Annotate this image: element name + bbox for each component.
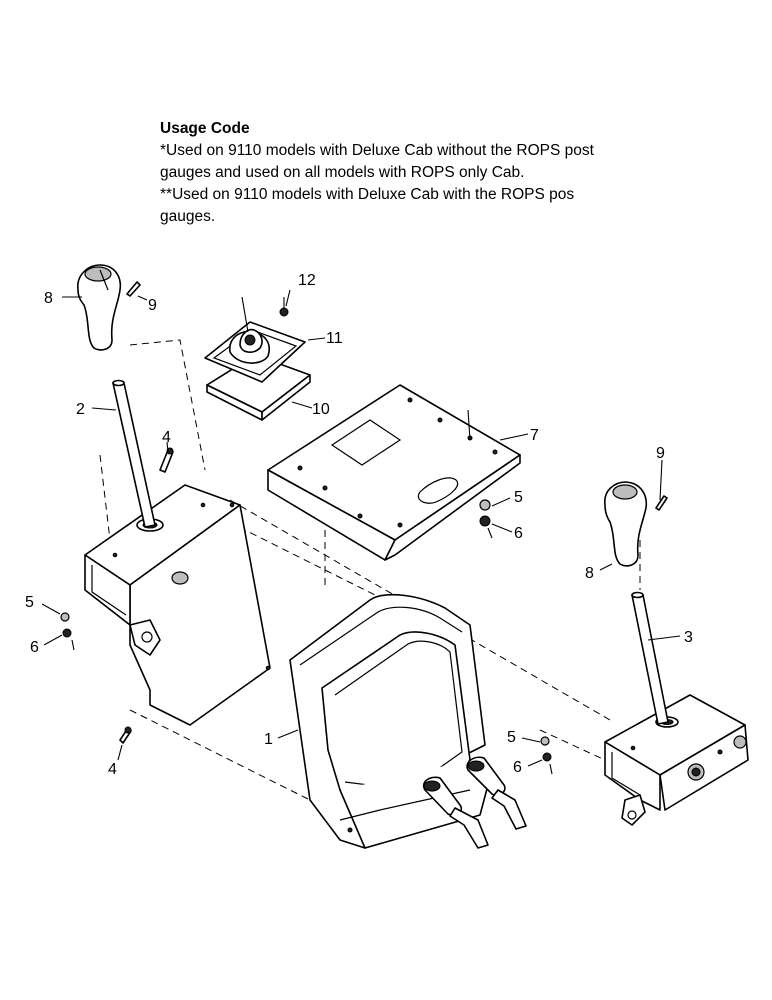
shift-boot-assembly	[204, 296, 311, 421]
callout-labels: 8 9 2 4 12 11 10 7 5 6 9 8 3 5 6 4 1 5 6	[25, 272, 693, 778]
callout-leader-lines	[41, 289, 681, 767]
callout-8-right: 8	[585, 565, 594, 582]
callout-4-bottom: 4	[108, 761, 117, 778]
usage-code-heading: Usage Code	[160, 120, 250, 137]
usage-code-line-4: gauges.	[160, 208, 216, 225]
usage-code-line-3: **Used on 9110 models with Deluxe Cab wi…	[160, 186, 575, 203]
callout-11: 11	[326, 330, 343, 347]
left-shift-lever	[112, 379, 156, 528]
callout-7: 7	[530, 427, 539, 444]
usage-code-line-1: *Used on 9110 models with Deluxe Cab wit…	[160, 142, 594, 159]
callout-8-left: 8	[44, 290, 53, 307]
left-lever-knob	[77, 264, 122, 351]
console-toggle-switches	[422, 756, 527, 849]
callout-6-right: 6	[513, 759, 522, 776]
callout-2: 2	[76, 401, 85, 418]
left-console-bracket	[84, 484, 271, 726]
right-console-bracket	[604, 694, 749, 826]
console-cover-part-1	[289, 593, 493, 849]
callout-6-left: 6	[30, 639, 39, 656]
callout-5-right: 5	[507, 729, 516, 746]
middle-right-fasteners	[467, 409, 553, 775]
usage-code-notes: Usage Code *Used on 9110 models with Del…	[160, 118, 680, 228]
usage-code-line-2: gauges and used on all models with ROPS …	[160, 164, 525, 181]
callout-6-middle: 6	[514, 525, 523, 542]
callout-5-left: 5	[25, 594, 34, 611]
left-fasteners	[60, 281, 174, 744]
callout-1: 1	[264, 731, 273, 748]
callout-4-top: 4	[162, 429, 171, 446]
floor-plate-part-7	[267, 384, 521, 561]
callout-12: 12	[298, 272, 316, 289]
callout-3: 3	[684, 629, 693, 646]
callout-9-left: 9	[148, 297, 157, 314]
callout-5-middle: 5	[514, 489, 523, 506]
callout-9-right: 9	[656, 445, 665, 462]
right-lever-knob	[604, 481, 668, 567]
callout-10: 10	[312, 401, 330, 418]
right-shift-lever	[631, 591, 669, 725]
